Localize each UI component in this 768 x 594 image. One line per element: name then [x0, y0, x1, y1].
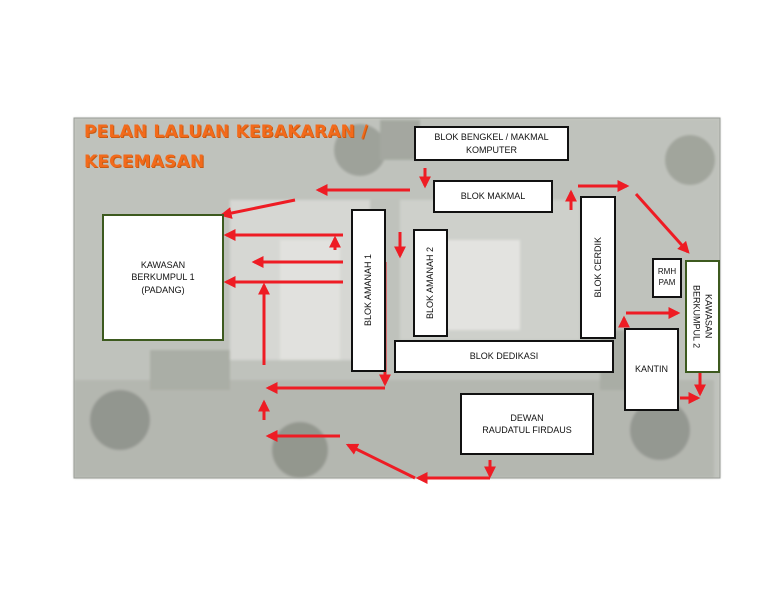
blok-amanah-1-label: BLOK AMANAH 1 — [363, 254, 374, 327]
map-title-line-1: PELAN LALUAN KEBAKARAN / — [84, 122, 368, 142]
blok-amanah-2-label: BLOK AMANAH 2 — [425, 246, 436, 320]
blok-cerdik: BLOK CERDIK — [580, 196, 616, 339]
blok-dedikasi: BLOK DEDIKASI — [394, 340, 614, 373]
blok-bengkel-makmal-komputer: BLOK BENGKEL / MAKMAL KOMPUTER — [414, 126, 569, 161]
kawasan-berkumpul-2: KAWASAN BERKUMPUL 2 — [685, 260, 720, 373]
blok-cerdik-label: BLOK CERDIK — [592, 237, 603, 298]
kantin: KANTIN — [624, 328, 679, 411]
kawasan-berkumpul-2-label: KAWASAN BERKUMPUL 2 — [691, 284, 714, 349]
blok-makmal: BLOK MAKMAL — [433, 180, 553, 213]
rmh-pam: RMH PAM — [652, 258, 682, 298]
blok-amanah-2: BLOK AMANAH 2 — [413, 229, 448, 337]
dewan-raudatul-firdaus: DEWAN RAUDATUL FIRDAUS — [460, 393, 594, 455]
map-title-line-2: KECEMASAN — [84, 152, 205, 172]
kawasan-berkumpul-1: KAWASAN BERKUMPUL 1 (PADANG) — [102, 214, 224, 341]
blok-amanah-1: BLOK AMANAH 1 — [351, 209, 386, 372]
